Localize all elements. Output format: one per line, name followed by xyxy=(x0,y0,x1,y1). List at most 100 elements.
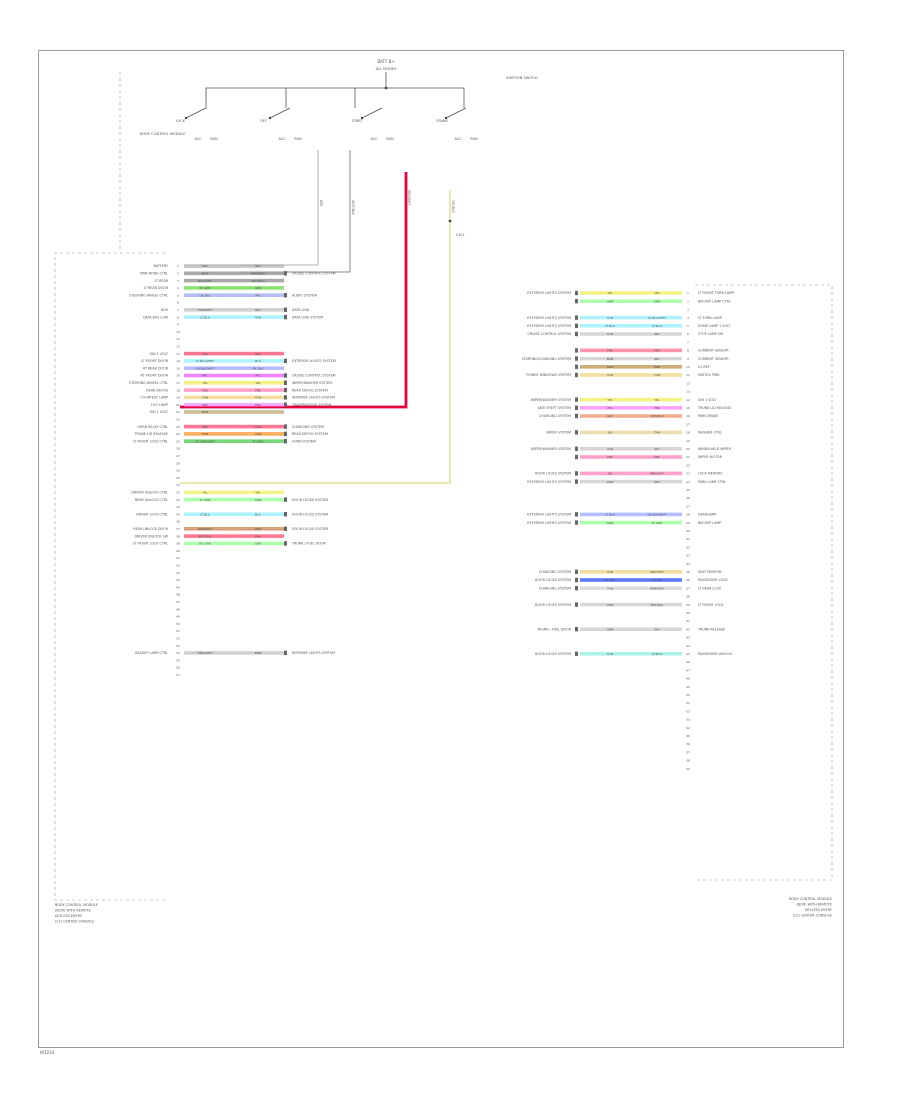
left-pin-wire-color: LT BLU/WHT xyxy=(196,359,214,363)
right-pin-wire-color: PNK xyxy=(607,455,614,459)
right-pin-number: 56 xyxy=(686,742,690,746)
right-module-outline xyxy=(695,284,833,881)
right-pin-wire xyxy=(580,627,682,631)
right-pin-number: 22 xyxy=(686,463,690,467)
right-pin-function: BACKUP LAMP CTRL xyxy=(698,299,731,303)
right-pin-number: 40 xyxy=(686,611,690,615)
right-pin-wire xyxy=(580,414,682,418)
left-pin-wire-color: PPL xyxy=(255,374,261,378)
left-pin-wire xyxy=(184,271,284,276)
left-pin-number: 15 xyxy=(176,366,180,370)
right-pin-wire-color: TAN xyxy=(606,447,613,451)
right-pin-wire xyxy=(580,455,682,459)
left-pin-wire-color: TAN xyxy=(254,315,261,319)
right-pin-number: 43 xyxy=(686,636,690,640)
right-pin-wire-color: TAN xyxy=(606,316,613,320)
switch-contact-pos: ACC xyxy=(195,137,203,141)
left-pin-wire xyxy=(184,527,284,531)
right-pin-connector xyxy=(575,323,578,328)
right-pin-source: ANTI-THEFT SYSTEM xyxy=(538,406,571,410)
right-pin-function: CURRENT SENSOR xyxy=(698,349,729,353)
left-pin-connector xyxy=(284,358,287,364)
right-pin-number: 47 xyxy=(686,668,690,672)
right-pin-wire-color: TAN xyxy=(606,586,613,590)
left-pin-number: 54 xyxy=(176,651,180,655)
right-pin-connector xyxy=(575,512,578,517)
right-pin-wire-color: ORN/BLK xyxy=(650,414,664,418)
right-pin-function: PARK LAMP CTRL xyxy=(698,480,726,484)
left-pin-number: 4 xyxy=(177,286,179,290)
right-pin-source: TRUNK / FUEL DOOR xyxy=(536,627,572,631)
right-pin-number: 16 xyxy=(686,414,690,418)
left-pin-wire-color: YEL xyxy=(255,491,261,495)
left-module-title: BODY CONTROL MODULE xyxy=(55,903,98,907)
right-pin-number: 2 xyxy=(687,299,689,303)
right-pin-wire xyxy=(580,291,682,295)
right-pin-number: 46 xyxy=(686,660,690,664)
switch-contact-pos: RUN xyxy=(294,137,302,141)
right-pin-connector xyxy=(575,413,578,419)
right-pin-number: 3 xyxy=(687,308,689,312)
right-pin-wire-color: TAN xyxy=(653,431,660,435)
right-pin-wire-color: GRY xyxy=(654,332,660,336)
left-pin-wire xyxy=(184,359,284,363)
left-pin-wire-color: GRN xyxy=(255,286,262,290)
right-pin-connector xyxy=(575,331,578,337)
right-pin-wire-color: LT BLU xyxy=(652,324,662,328)
left-pin-number: 42 xyxy=(176,564,180,568)
right-pin-wire-color: TAN xyxy=(606,570,613,574)
right-pin-source: EXTERIOR LIGHTS SYSTEM xyxy=(527,521,571,525)
right-pin-wire xyxy=(580,520,682,525)
right-pin-wire-color: DK BLU/WHT xyxy=(647,513,666,517)
left-pin-function: REAR UNLOCK CTRL xyxy=(135,498,168,502)
right-pin-wire xyxy=(580,397,682,402)
right-pin-connector xyxy=(575,299,578,304)
left-pin-number: 17 xyxy=(176,381,180,385)
left-pin-wire-color: PNK xyxy=(202,403,209,407)
left-pin-wire xyxy=(184,286,284,290)
right-pin-number: 26 xyxy=(686,496,690,500)
left-module-outline xyxy=(54,252,165,901)
left-pin-number: 44 xyxy=(176,578,180,582)
switch-contact-point xyxy=(184,116,188,120)
right-pin-connector xyxy=(575,479,578,484)
right-pin-wire xyxy=(580,332,682,336)
right-pin-function: WIPER MOTOR xyxy=(698,455,723,459)
right-pin-number: 42 xyxy=(686,627,690,631)
right-pin-wire-color: PNK/WHT xyxy=(650,570,664,574)
right-pin-wire xyxy=(580,570,682,574)
left-pin-wire xyxy=(184,366,284,370)
left-pin-function: DATA BUS LOW xyxy=(143,315,169,319)
left-pin-number: 31 xyxy=(176,483,180,487)
right-pin-connector xyxy=(575,569,578,574)
left-pin-function: LT REAR xyxy=(155,279,169,283)
left-pin-number: 37 xyxy=(176,527,180,531)
left-pin-wire-color: LT BLU xyxy=(200,315,210,319)
switch-contact-label: LOCK xyxy=(176,119,186,123)
left-pin-wire-color: DK BLU xyxy=(199,293,210,297)
right-pin-wire-color: DK BLU xyxy=(651,578,662,582)
left-pin-function: HORN RELAY CTRL xyxy=(137,425,168,429)
left-pin-wire xyxy=(184,315,284,319)
left-pin-function: COURTESY LAMP xyxy=(140,396,168,400)
left-pin-wire xyxy=(184,512,284,516)
left-pin-wire xyxy=(184,381,284,385)
left-pin-wire-color: PNK xyxy=(255,388,262,392)
right-pin-number: 10 xyxy=(686,365,690,369)
right-pin-wire-color: LT BLU/WHT xyxy=(648,316,666,320)
left-pin-number: 21 xyxy=(176,410,180,414)
left-pin-destination: TRUNK / FUEL DOOR xyxy=(291,542,327,546)
left-pin-connector xyxy=(284,307,287,312)
right-pin-function: LT FRONT TURN LAMP xyxy=(698,291,734,295)
left-pin-wire xyxy=(184,439,284,443)
right-pin-wire xyxy=(580,373,682,377)
left-pin-connector xyxy=(284,512,287,517)
right-pin-wire xyxy=(580,430,682,435)
right-pin-number: 9 xyxy=(687,357,689,361)
right-pin-function: PASSENGER UNLOCK xyxy=(698,652,733,656)
right-pin-wire-color: GRY xyxy=(654,627,660,631)
right-pin-source: WIPER/WASHER SYSTEM xyxy=(531,447,571,451)
right-pin-function: SEAT MEMORY xyxy=(698,570,723,574)
right-pin-wire-color: GRN xyxy=(607,521,614,525)
